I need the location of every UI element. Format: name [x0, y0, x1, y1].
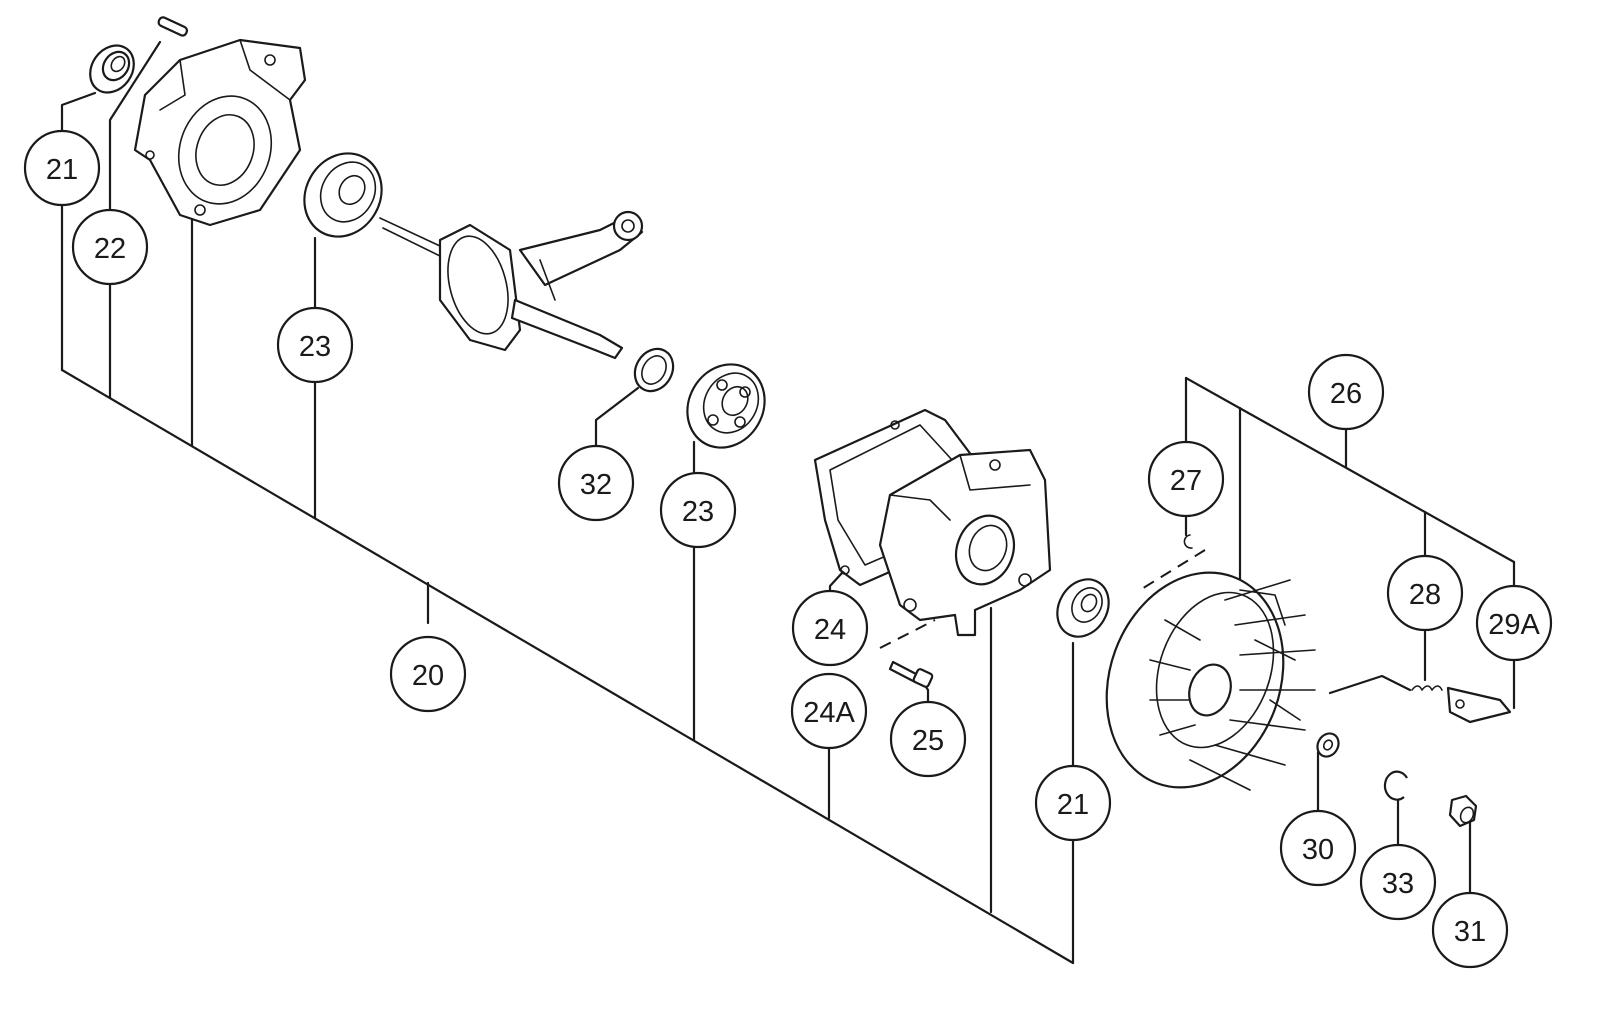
leader-27-dash [1139, 549, 1206, 591]
callout-22-label: 22 [94, 233, 126, 265]
callout-26-label: 26 [1330, 378, 1362, 410]
part-crankshaft [379, 210, 644, 360]
callout-27: 27 [1147, 440, 1225, 518]
part-pawl-29a [1446, 686, 1512, 724]
callout-29a: 29A [1475, 584, 1553, 662]
callout-27-label: 27 [1170, 465, 1202, 497]
part-bearing-21-right [1056, 578, 1110, 638]
part-spring-28 [1411, 685, 1443, 691]
part-washer-30 [1316, 732, 1340, 758]
part-nut-31 [1448, 794, 1478, 828]
callout-22: 22 [71, 208, 149, 286]
part-bearing-21-left [89, 44, 135, 94]
leader-pawl [1328, 674, 1412, 695]
leader-20-main [60, 368, 1075, 965]
callout-24: 24 [791, 589, 869, 667]
callout-23-left-label: 23 [299, 331, 331, 363]
callout-24a-label: 24A [803, 697, 855, 729]
callout-25-label: 25 [912, 725, 944, 757]
callout-21-right-label: 21 [1057, 789, 1089, 821]
part-clip-33 [1383, 770, 1408, 801]
callout-30: 30 [1279, 809, 1357, 887]
callout-23-right-label: 23 [682, 496, 714, 528]
part-washer-32 [633, 347, 675, 393]
callout-30-label: 30 [1302, 834, 1334, 866]
callout-32: 32 [557, 444, 635, 522]
callout-24a: 24A [790, 672, 868, 750]
part-flywheel [1105, 571, 1316, 791]
callout-20: 20 [389, 635, 467, 713]
callout-26: 26 [1307, 353, 1385, 431]
callout-21-left: 21 [23, 129, 101, 207]
callout-28: 28 [1386, 554, 1464, 632]
part-screw-25 [888, 660, 934, 688]
leader-22-top [108, 40, 162, 212]
leader-25-dash [879, 619, 936, 649]
part-pin-22 [157, 16, 189, 37]
callout-21-left-label: 21 [46, 154, 78, 186]
callout-33-label: 33 [1382, 868, 1414, 900]
part-key-27 [1183, 534, 1193, 549]
callout-32-label: 32 [580, 469, 612, 501]
part-bearing-23-left [303, 152, 383, 238]
part-crankcase-right [878, 448, 1052, 637]
leader-32 [594, 386, 640, 448]
callout-31-label: 31 [1454, 916, 1486, 948]
callout-25: 25 [889, 700, 967, 778]
part-crankcase-left [133, 38, 307, 227]
callout-23-right: 23 [659, 471, 737, 549]
callout-33: 33 [1359, 843, 1437, 921]
callout-24-label: 24 [814, 614, 846, 646]
callout-20-label: 20 [412, 660, 444, 692]
callout-28-label: 28 [1409, 579, 1441, 611]
callout-29a-label: 29A [1488, 609, 1540, 641]
part-bearing-23-right [686, 363, 766, 449]
callout-31: 31 [1431, 891, 1509, 969]
callout-23-left: 23 [276, 306, 354, 384]
callout-21-right: 21 [1034, 764, 1112, 842]
leader-21a-top [60, 91, 97, 135]
